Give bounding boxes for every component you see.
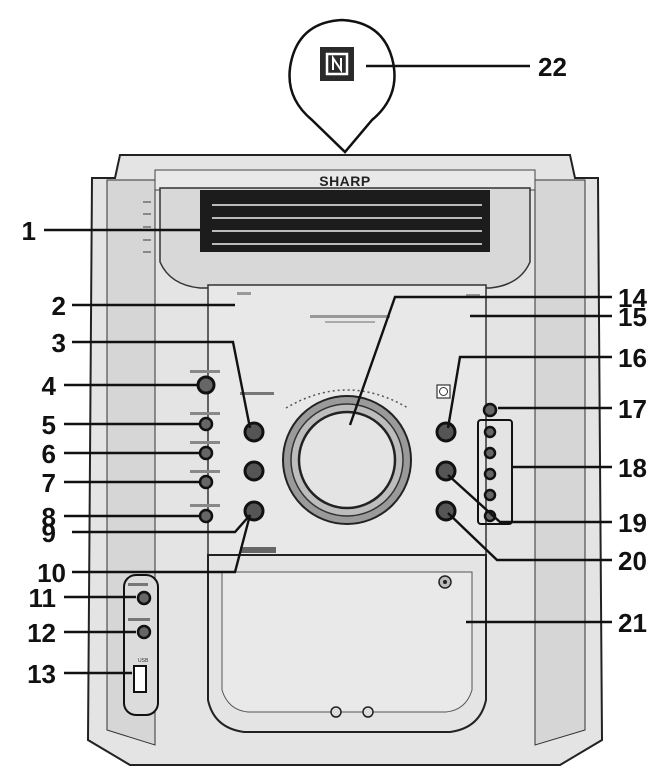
callout-1: 1 (22, 216, 36, 246)
callout-numbers: 1 2 3 4 5 6 7 8 9 10 11 12 13 14 15 16 1… (22, 52, 648, 689)
callout-4: 4 (42, 371, 57, 401)
left-button-6[interactable] (198, 445, 214, 461)
callout-22: 22 (538, 52, 567, 82)
tuning-up-button[interactable] (435, 460, 457, 482)
callout-17: 17 (618, 394, 647, 424)
nfc-callout-bubble (288, 18, 396, 154)
callout-5: 5 (42, 410, 56, 440)
preset-button-4[interactable] (483, 488, 497, 502)
preset-button-3[interactable] (483, 467, 497, 481)
volume-knob[interactable] (282, 389, 412, 525)
callout-9: 9 (42, 518, 56, 548)
callout-6: 6 (42, 439, 56, 469)
nfc-icon (320, 47, 354, 81)
callout-10: 10 (37, 558, 66, 588)
callout-12: 12 (27, 618, 56, 648)
left-button-5[interactable] (198, 416, 214, 432)
usb-port[interactable] (133, 665, 147, 693)
power-button[interactable] (243, 421, 265, 443)
disc-door[interactable] (207, 554, 487, 733)
disc-icon (436, 384, 451, 399)
foot-right (362, 706, 374, 718)
foot-left (330, 706, 342, 718)
left-button-8[interactable] (198, 508, 214, 524)
callout-7: 7 (42, 468, 56, 498)
callout-16: 16 (618, 343, 647, 373)
callout-3: 3 (52, 328, 66, 358)
mp3-input-jack[interactable] (196, 375, 216, 395)
callout-2: 2 (52, 291, 66, 321)
headphones-jack[interactable] (136, 590, 152, 606)
preset-button-1[interactable] (483, 425, 497, 439)
callout-21: 21 (618, 608, 647, 638)
left-side-controls (190, 370, 220, 524)
brand-logo: SHARP (319, 173, 371, 189)
input-panel: USB (123, 574, 159, 716)
callout-13: 13 (27, 659, 56, 689)
display-window (143, 187, 531, 289)
callout-18: 18 (618, 453, 647, 483)
bluetooth-logo-icon (240, 547, 276, 553)
leader-lines (44, 64, 612, 675)
callout-19: 19 (618, 508, 647, 538)
play-pause-button[interactable] (435, 421, 457, 443)
function-button[interactable] (243, 460, 265, 482)
callout-20: 20 (618, 546, 647, 576)
panel-buttons (243, 421, 457, 522)
audio-in-jack[interactable] (136, 624, 152, 640)
usb-label: USB (138, 658, 149, 664)
callout-14: 14 (618, 283, 647, 313)
preset-button-2[interactable] (483, 446, 497, 460)
callout-8: 8 (42, 502, 56, 532)
callout-15: 15 (618, 302, 647, 332)
memory-button[interactable] (482, 402, 498, 418)
left-button-7[interactable] (198, 474, 214, 490)
callout-11: 11 (29, 583, 57, 613)
